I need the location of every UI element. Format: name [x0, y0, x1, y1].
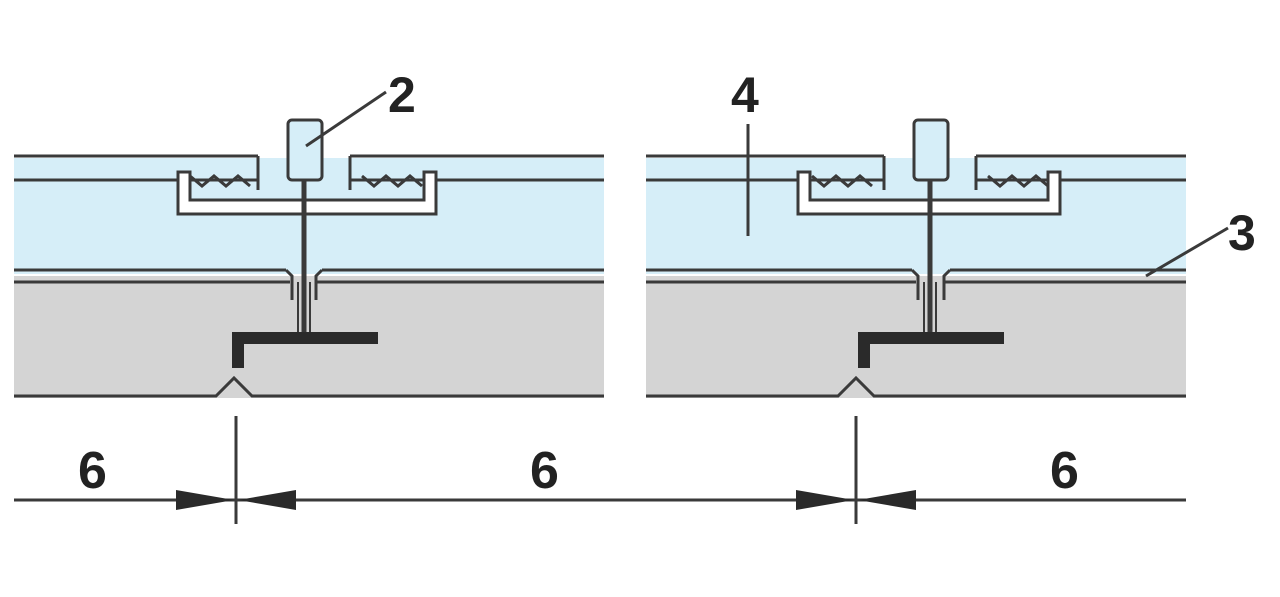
left-spring-right — [361, 174, 423, 188]
leader-board-layer — [1145, 226, 1229, 278]
dimension-right: 6 — [1050, 442, 1079, 500]
right-top-lines — [646, 154, 1186, 190]
right-spring-left — [811, 174, 873, 188]
left-t-profile — [232, 332, 378, 368]
dimension-left: 6 — [78, 442, 107, 500]
left-hanger-clip — [286, 118, 324, 182]
left-board-edges — [14, 268, 604, 300]
dimension-lines — [14, 416, 1186, 524]
left-bottom-edge — [14, 375, 604, 398]
leader-hanger — [305, 90, 387, 148]
dimension-middle: 6 — [530, 442, 559, 500]
right-board-edges — [646, 268, 1186, 300]
left-connector-clip — [176, 170, 438, 216]
callout-board-layer: 3 — [1228, 205, 1256, 261]
callout-hanger: 2 — [388, 67, 416, 123]
right-connector-clip — [796, 170, 1062, 216]
right-hanger-clip — [912, 118, 950, 182]
right-spring-right — [987, 174, 1049, 188]
right-panel — [646, 118, 1186, 398]
callout-insulation: 4 — [731, 67, 759, 123]
right-t-profile — [858, 332, 1004, 368]
right-bottom-edge — [646, 375, 1186, 398]
left-spring-left — [189, 174, 251, 188]
left-panel — [14, 118, 604, 398]
dimension-arrows — [176, 490, 916, 510]
